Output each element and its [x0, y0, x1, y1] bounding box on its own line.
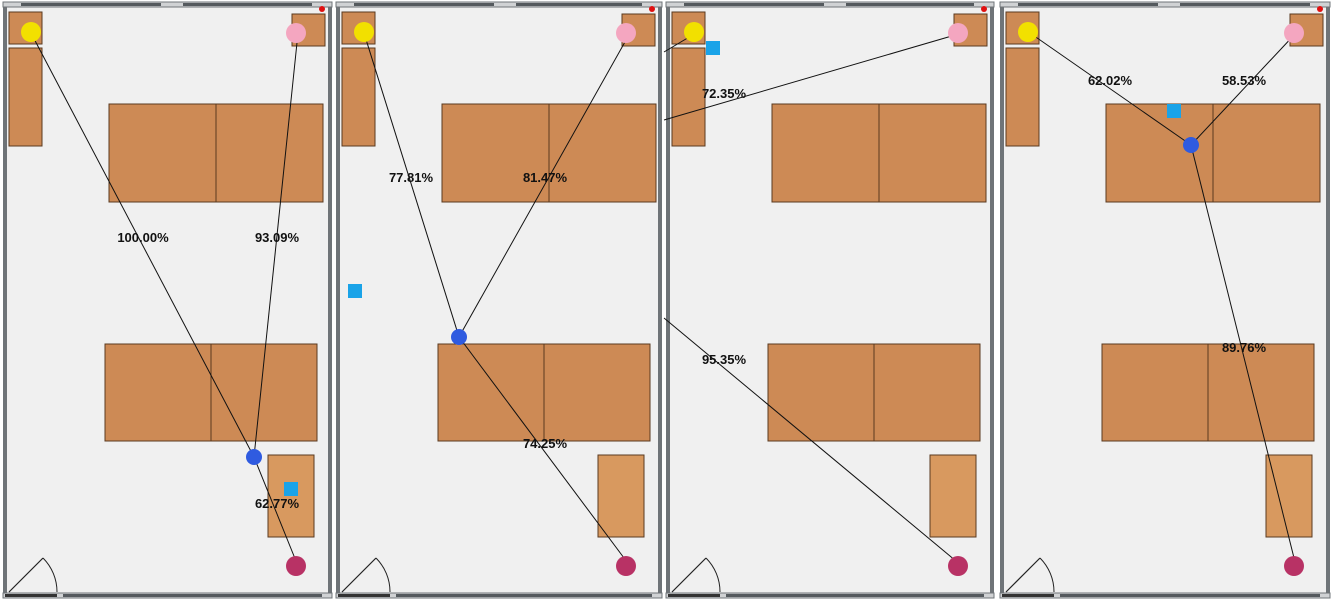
- signal-line: [663, 32, 963, 121]
- confidence-label: 77.81%: [389, 170, 434, 185]
- reference-marker: [706, 41, 720, 55]
- anchor-pink: [1284, 23, 1304, 43]
- confidence-label: 100.00%: [117, 230, 169, 245]
- side-table: [597, 454, 645, 538]
- signal-line: [1190, 144, 1297, 567]
- corner-marker: [319, 6, 325, 12]
- top-wall: [665, 1, 995, 8]
- door-leaf: [8, 557, 44, 593]
- top-window: [183, 3, 312, 6]
- room-panel: 77.81% 81.47% 74.25%: [335, 1, 663, 599]
- confidence-label: 62.77%: [255, 496, 300, 511]
- top-window: [846, 3, 974, 6]
- confidence-label: 74.25%: [523, 436, 568, 451]
- room-panel: 100.00% 93.09% 62.77%: [2, 1, 333, 599]
- door-leaf: [671, 557, 707, 593]
- bottom-window: [1060, 594, 1320, 597]
- top-window: [684, 3, 824, 6]
- anchor-pink: [286, 23, 306, 43]
- door-leaf: [341, 557, 377, 593]
- reference-marker: [284, 482, 298, 496]
- reference-marker: [348, 284, 362, 298]
- signal-line: [1190, 32, 1297, 146]
- left-wall: [336, 2, 340, 598]
- door-swing-arc: [375, 557, 391, 593]
- anchor-yellow: [684, 22, 704, 42]
- signal-line: [1029, 32, 1192, 146]
- side-cabinet: [8, 47, 43, 147]
- side-cabinet: [671, 47, 706, 147]
- top-wall: [335, 1, 663, 8]
- door-threshold: [5, 594, 57, 597]
- left-wall: [1000, 2, 1004, 598]
- signal-line: [253, 32, 299, 458]
- side-cabinet: [1005, 47, 1040, 147]
- signal-line: [253, 456, 299, 567]
- corner-marker: [649, 6, 655, 12]
- signal-line: [30, 32, 255, 458]
- anchor-magenta: [1284, 556, 1304, 576]
- signal-line: [363, 32, 460, 338]
- bottom-window: [396, 594, 652, 597]
- anchor-yellow: [21, 22, 41, 42]
- room-panel: 62.02% 58.53% 89.76%: [999, 1, 1331, 599]
- anchor-yellow: [1018, 22, 1038, 42]
- right-wall: [658, 2, 662, 598]
- right-wall: [328, 2, 332, 598]
- bottom-window: [726, 594, 984, 597]
- top-window: [1018, 3, 1158, 6]
- anchor-magenta: [616, 556, 636, 576]
- bottom-window: [63, 594, 322, 597]
- confidence-label: 58.53%: [1222, 73, 1267, 88]
- corner-marker: [1317, 6, 1323, 12]
- anchor-yellow: [354, 22, 374, 42]
- top-window: [516, 3, 642, 6]
- room-panel: 72.35% 95.35%: [663, 1, 995, 599]
- left-wall: [666, 2, 670, 598]
- anchor-pink: [616, 23, 636, 43]
- confidence-label: 93.09%: [255, 230, 300, 245]
- anchor-pink: [948, 23, 968, 43]
- left-wall: [3, 2, 7, 598]
- confidence-label: 72.35%: [702, 86, 747, 101]
- door-threshold: [338, 594, 390, 597]
- top-window: [1180, 3, 1310, 6]
- tag-position: [451, 329, 467, 345]
- side-table: [1265, 454, 1313, 538]
- confidence-label: 89.76%: [1222, 340, 1267, 355]
- door-leaf: [1005, 557, 1041, 593]
- confidence-label: 95.35%: [702, 352, 747, 367]
- top-wall: [999, 1, 1331, 8]
- top-window: [21, 3, 161, 6]
- tag-position: [1183, 137, 1199, 153]
- confidence-label: 62.02%: [1088, 73, 1133, 88]
- signal-line: [663, 317, 963, 567]
- corner-marker: [981, 6, 987, 12]
- reference-marker: [1167, 104, 1181, 118]
- side-table: [929, 454, 977, 538]
- side-cabinet: [341, 47, 376, 147]
- anchor-magenta: [286, 556, 306, 576]
- door-swing-arc: [42, 557, 58, 593]
- door-swing-arc: [705, 557, 721, 593]
- door-threshold: [668, 594, 720, 597]
- signal-line: [458, 336, 631, 567]
- confidence-label: 81.47%: [523, 170, 568, 185]
- anchor-magenta: [948, 556, 968, 576]
- signal-line: [458, 32, 631, 338]
- tag-position: [246, 449, 262, 465]
- right-wall: [1326, 2, 1330, 598]
- top-wall: [2, 1, 333, 8]
- top-window: [354, 3, 494, 6]
- door-swing-arc: [1039, 557, 1055, 593]
- right-wall: [990, 2, 994, 598]
- door-threshold: [1002, 594, 1054, 597]
